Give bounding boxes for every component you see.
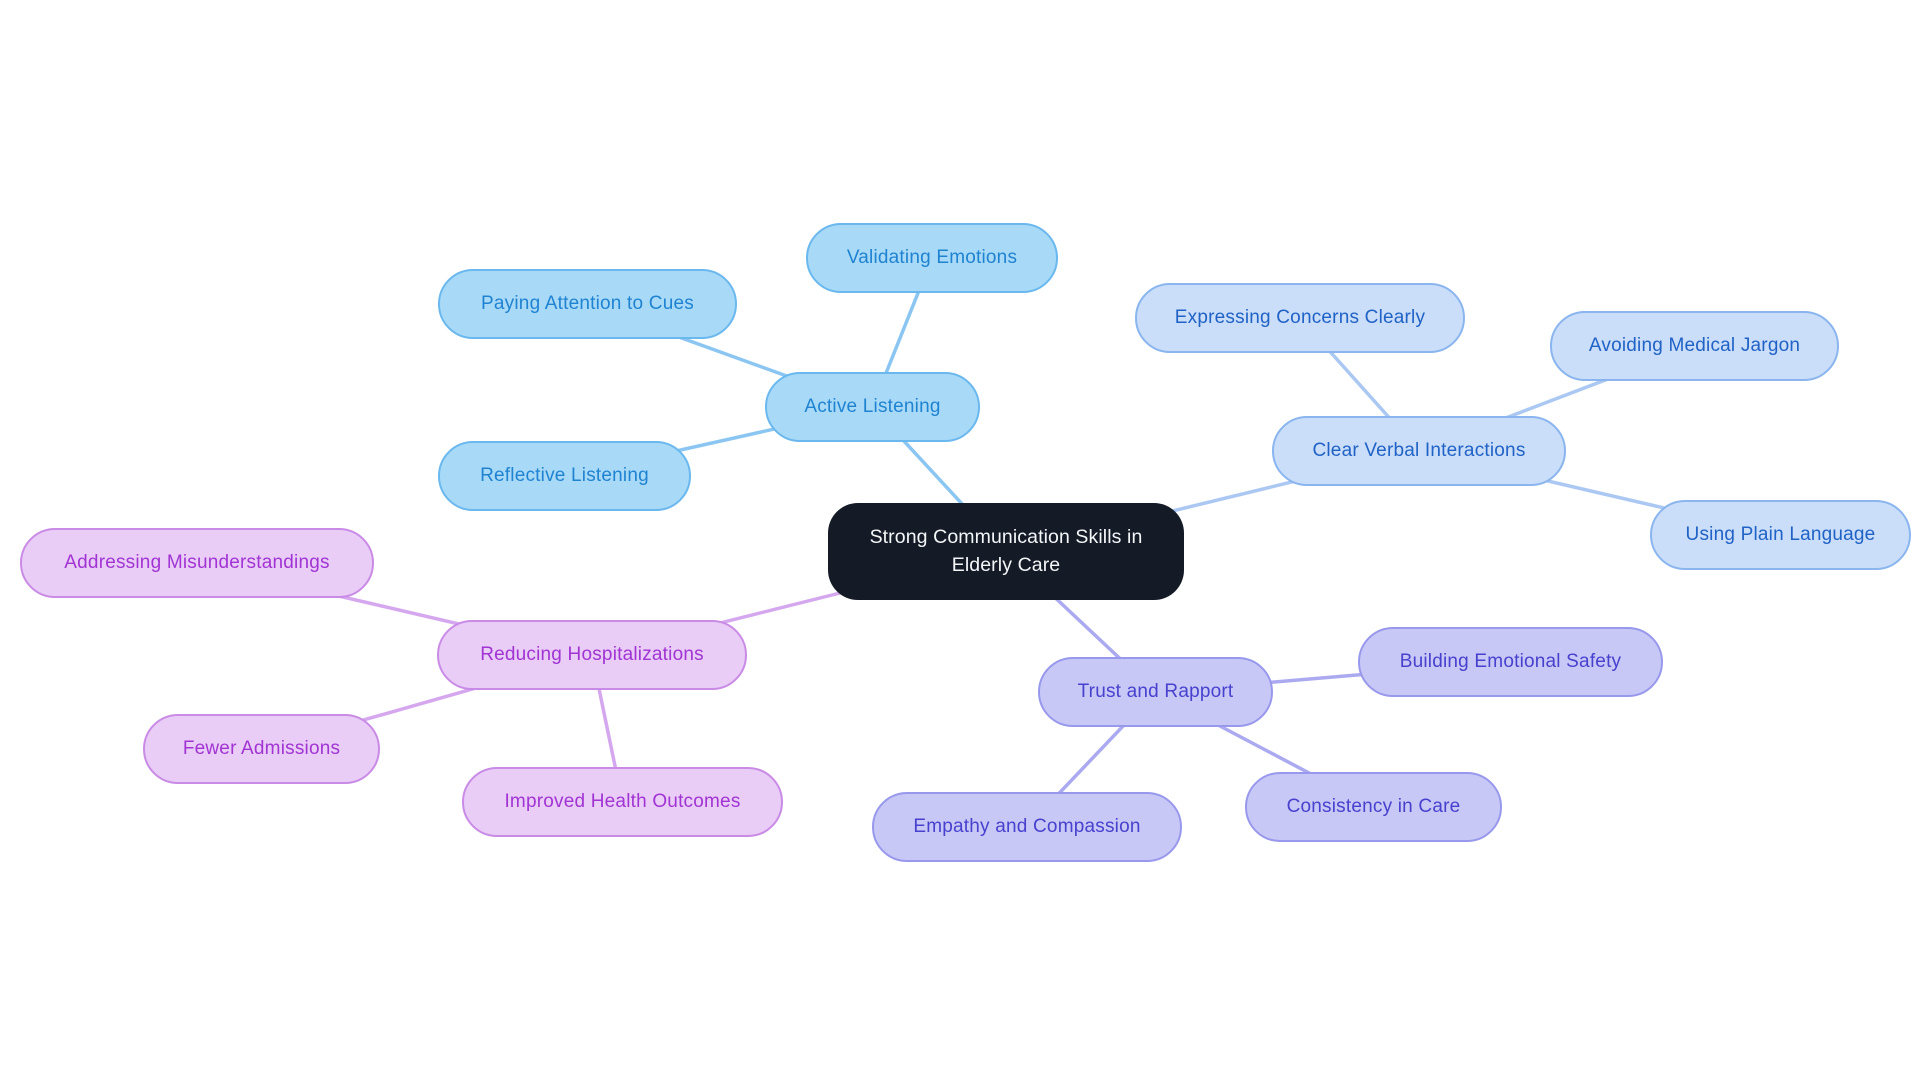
mindmap-node-empathy-and-compassion[interactable]: Empathy and Compassion [872,792,1182,862]
node-label: Active Listening [804,396,941,417]
mindmap-node-fewer-admissions[interactable]: Fewer Admissions [143,714,380,784]
node-label: Reflective Listening [480,465,649,486]
mindmap-node-expressing-concerns-clearly[interactable]: Expressing Concerns Clearly [1135,283,1465,353]
node-label: Avoiding Medical Jargon [1588,335,1801,356]
mindmap-node-validating-emotions[interactable]: Validating Emotions [806,223,1058,293]
node-label: Clear Verbal Interactions [1312,440,1526,461]
node-label: Building Emotional Safety [1399,651,1622,672]
mindmap-node-reducing-hospitalizations[interactable]: Reducing Hospitalizations [437,620,747,690]
node-label: Improved Health Outcomes [504,791,741,812]
mindmap-node-improved-health-outcomes[interactable]: Improved Health Outcomes [462,767,783,837]
node-label: Strong Communication Skills in Elderly C… [869,525,1143,576]
node-label: Expressing Concerns Clearly [1174,307,1426,328]
node-label: Trust and Rapport [1077,681,1234,702]
node-label: Fewer Admissions [182,738,341,759]
mindmap-node-reflective-listening[interactable]: Reflective Listening [438,441,691,511]
node-label: Using Plain Language [1685,524,1876,545]
mindmap-node-consistency-in-care[interactable]: Consistency in Care [1245,772,1502,842]
node-label: Paying Attention to Cues [481,293,694,314]
mindmap-node-trust-and-rapport[interactable]: Trust and Rapport [1038,657,1273,727]
mindmap-node-using-plain-language[interactable]: Using Plain Language [1650,500,1911,570]
node-label: Validating Emotions [846,247,1018,268]
mindmap-node-paying-attention-to-cues[interactable]: Paying Attention to Cues [438,269,737,339]
node-label: Reducing Hospitalizations [480,644,704,665]
node-label: Empathy and Compassion [913,816,1141,837]
mindmap-node-avoiding-medical-jargon[interactable]: Avoiding Medical Jargon [1550,311,1839,381]
mindmap-node-building-emotional-safety[interactable]: Building Emotional Safety [1358,627,1663,697]
node-label: Addressing Misunderstandings [64,552,330,573]
node-label: Consistency in Care [1286,796,1461,817]
mindmap-node-active-listening[interactable]: Active Listening [765,372,980,442]
mindmap-node-central[interactable]: Strong Communication Skills in Elderly C… [828,503,1184,600]
mindmap-node-addressing-misunderstandings[interactable]: Addressing Misunderstandings [20,528,374,598]
mindmap-node-clear-verbal-interactions[interactable]: Clear Verbal Interactions [1272,416,1566,486]
